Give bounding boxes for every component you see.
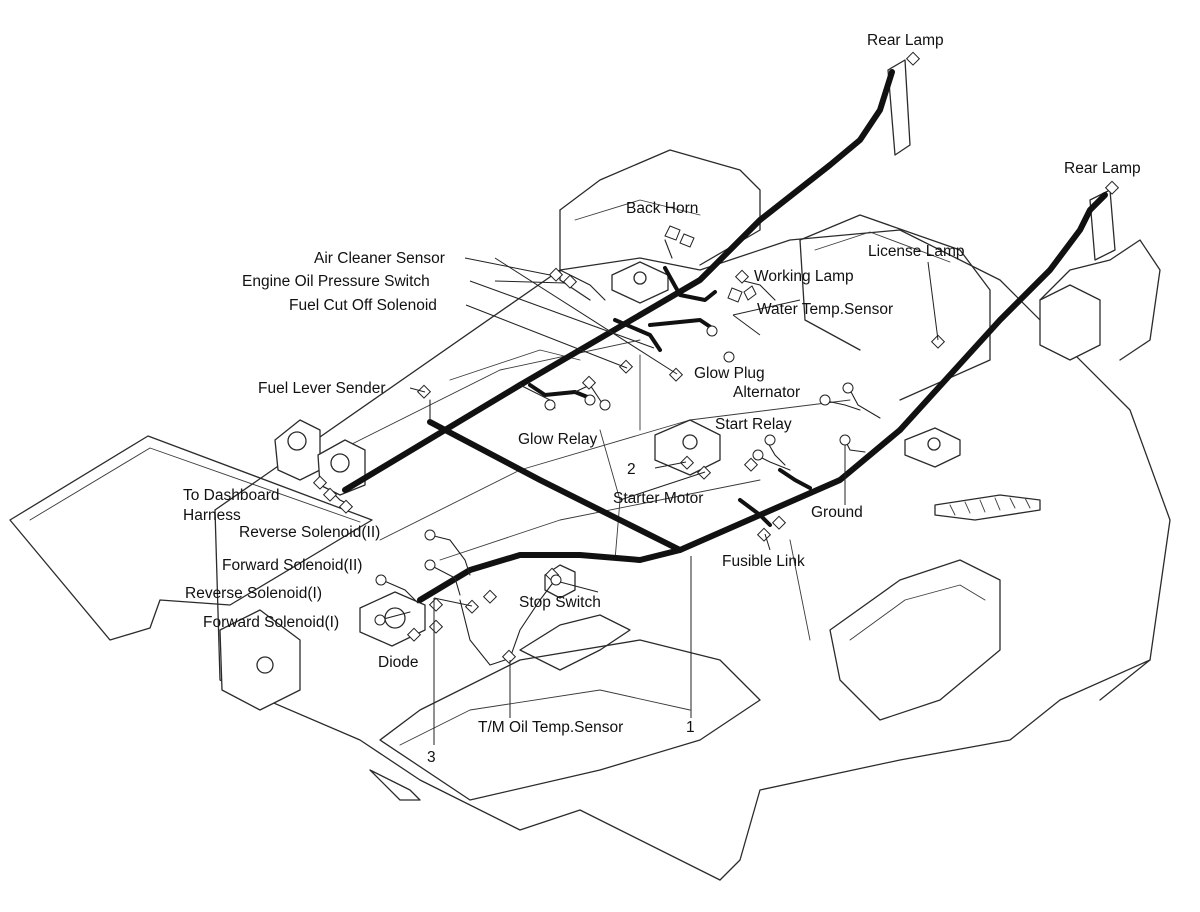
- label-engine-oil-pressure-switch: Engine Oil Pressure Switch: [242, 273, 430, 290]
- terminal-start-relay-1: [764, 434, 776, 446]
- label-working-lamp: Working Lamp: [754, 268, 854, 285]
- label-stop-switch: Stop Switch: [519, 594, 601, 611]
- label-rear-lamp-right: Rear Lamp: [1064, 160, 1141, 177]
- connector-license-lamp: [930, 334, 946, 349]
- terminal-reverse-sol-ii: [424, 529, 436, 541]
- sensor-wires: [329, 239, 881, 666]
- connector-solenoid-1: [428, 597, 444, 612]
- label-fuel-cut-off-solenoid: Fuel Cut Off Solenoid: [289, 297, 437, 314]
- label-reverse-solenoid-i: Reverse Solenoid(I): [185, 585, 322, 602]
- connector-tm-oil-temp: [501, 649, 517, 664]
- connector-rear-lamp-left: [905, 51, 921, 66]
- label-fuel-lever-sender: Fuel Lever Sender: [258, 380, 386, 397]
- harness-branch-fusible: [738, 498, 772, 527]
- label-license-lamp: License Lamp: [868, 243, 965, 260]
- label-to-dashboard-line1: To Dashboard: [183, 487, 280, 504]
- label-callout-3: 3: [427, 749, 436, 766]
- terminal-reverse-sol-i: [375, 574, 387, 586]
- connector-dashboard-1: [312, 475, 328, 490]
- label-to-dashboard-line2: Harness: [183, 507, 241, 524]
- connector-working-lamp-3: [734, 269, 750, 284]
- label-water-temp-sensor: Water Temp.Sensor: [757, 301, 893, 318]
- connectors: [312, 51, 1120, 664]
- label-tm-oil-temp-sensor: T/M Oil Temp.Sensor: [478, 719, 623, 736]
- label-forward-solenoid-ii: Forward Solenoid(II): [222, 557, 362, 574]
- terminal-forward-sol-i: [374, 614, 386, 626]
- terminal-stop-switch: [550, 574, 562, 586]
- label-glow-plug: Glow Plug: [694, 365, 765, 382]
- harness-branch-glow: [613, 318, 662, 352]
- harness-front-run: [417, 547, 683, 603]
- terminal-water-temp: [706, 325, 718, 337]
- label-alternator: Alternator: [733, 384, 800, 401]
- connector-fuel-cut: [618, 359, 634, 374]
- terminal-forward-sol-ii: [424, 559, 436, 571]
- main-harness: [342, 69, 1108, 603]
- label-air-cleaner-sensor: Air Cleaner Sensor: [314, 250, 445, 267]
- terminal-glow-relay-2: [599, 399, 611, 411]
- leader-lines: [409, 257, 939, 745]
- harness-branch-glow-relay: [528, 383, 592, 400]
- connector-back-horn: [664, 225, 681, 241]
- label-back-horn: Back Horn: [626, 200, 698, 217]
- labels: Rear Lamp Rear Lamp Back Horn License La…: [183, 32, 1141, 766]
- connector-working-lamp: [727, 287, 743, 303]
- harness-right-run: [897, 192, 1108, 433]
- machine-body: [9, 59, 1171, 881]
- label-ground: Ground: [811, 504, 863, 521]
- terminal-glow-plug: [723, 351, 735, 363]
- connector-working-lamp-2: [743, 285, 757, 301]
- connector-diode-2: [428, 619, 444, 634]
- harness-branch-water-temp: [648, 318, 717, 332]
- terminal-glow-relay-3: [584, 394, 596, 406]
- connector-rear-lamp-right: [1104, 180, 1120, 195]
- connector-air-cleaner: [548, 267, 564, 282]
- terminal-alternator-2: [842, 382, 854, 394]
- connector-diode-1: [406, 627, 422, 642]
- connector-fusible-2: [771, 515, 787, 530]
- connector-oil-pressure: [562, 274, 578, 289]
- label-forward-solenoid-i: Forward Solenoid(I): [203, 614, 339, 631]
- label-reverse-solenoid-ii: Reverse Solenoid(II): [239, 524, 380, 541]
- terminal-ground: [839, 434, 851, 446]
- label-callout-2: 2: [627, 461, 636, 478]
- label-callout-1: 1: [686, 719, 695, 736]
- connector-back-horn-2: [679, 233, 695, 248]
- connector-glow-relay: [581, 375, 597, 390]
- connector-dashboard-2: [322, 487, 338, 502]
- connector-solenoid-3: [482, 589, 498, 604]
- label-diode: Diode: [378, 654, 419, 671]
- label-start-relay: Start Relay: [715, 416, 792, 433]
- harness-branch-back-horn: [663, 266, 717, 302]
- connector-fusible-1: [756, 527, 772, 542]
- harness-branch-start-relay: [778, 468, 812, 490]
- label-starter-motor: Starter Motor: [613, 490, 703, 507]
- terminal-alternator-1: [819, 394, 831, 406]
- connector-start-relay: [743, 457, 759, 472]
- label-rear-lamp-left: Rear Lamp: [867, 32, 944, 49]
- connector-solenoid-2: [464, 599, 480, 614]
- connector-dashboard-3: [338, 499, 354, 514]
- label-fusible-link: Fusible Link: [722, 553, 805, 570]
- terminal-start-relay-2: [752, 449, 764, 461]
- connector-starter-1: [679, 455, 695, 470]
- label-glow-relay: Glow Relay: [518, 431, 597, 448]
- harness-trunk-upper: [342, 69, 895, 493]
- terminal-glow-relay-1: [544, 399, 556, 411]
